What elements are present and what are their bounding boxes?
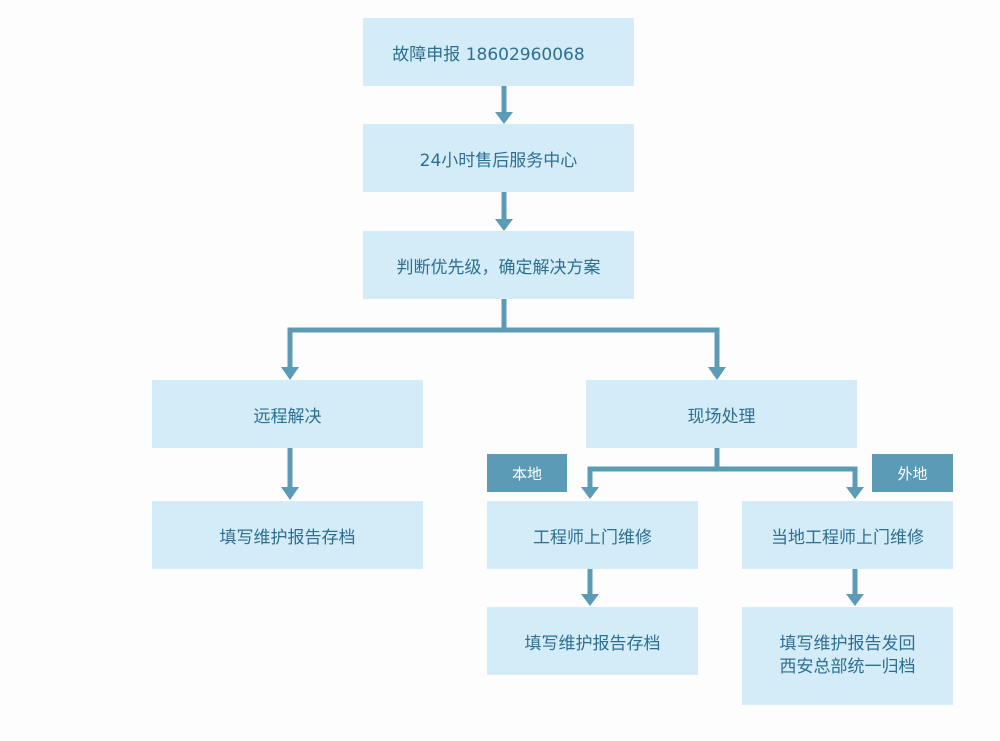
- arrowhead-icon: [281, 487, 299, 500]
- node-field-engineer-label: 当地工程师上门维修: [771, 527, 924, 548]
- arrowhead-icon: [495, 112, 513, 124]
- split-line-main: [287, 299, 507, 368]
- node-onsite-label: 现场处理: [687, 406, 756, 427]
- node-remote-report: 填写维护报告存档: [152, 501, 423, 569]
- arrowhead-icon: [846, 594, 864, 606]
- tag-local: 本地: [487, 454, 567, 492]
- node-local-report: 填写维护报告存档: [487, 607, 698, 675]
- split-line-main-right: [504, 327, 720, 368]
- node-assess-label: 判断优先级，确定解决方案: [396, 257, 601, 278]
- node-field-report-line2: 西安总部统一归档: [779, 657, 916, 677]
- node-assess: 判断优先级，确定解决方案: [363, 231, 634, 299]
- node-remote: 远程解决: [152, 380, 423, 448]
- tag-local-label: 本地: [511, 464, 542, 483]
- node-local-engineer-label: 工程师上门维修: [533, 527, 652, 548]
- node-field-engineer: 当地工程师上门维修: [742, 501, 953, 569]
- arrowhead-icon: [581, 487, 599, 499]
- node-field-report-line1: 填写维护报告发回: [779, 634, 916, 654]
- arrowhead-icon: [708, 367, 726, 380]
- split-line-onsite: [587, 448, 720, 488]
- node-local-report-label: 填写维护报告存档: [524, 633, 661, 654]
- tag-external: 外地: [872, 454, 953, 492]
- tag-external-label: 外地: [897, 464, 928, 483]
- node-remote-label: 远程解决: [253, 406, 322, 427]
- node-remote-report-label: 填写维护报告存档: [219, 527, 356, 548]
- node-fault-report-label: 故障申报 18602960068: [392, 44, 585, 65]
- arrowhead-icon: [846, 487, 864, 499]
- split-line-onsite-right: [717, 466, 858, 488]
- arrowhead-icon: [495, 219, 513, 231]
- node-field-report: 填写维护报告发回 西安总部统一归档: [742, 607, 953, 705]
- node-service-center-label: 24小时售后服务中心: [419, 150, 578, 171]
- node-fault-report: 故障申报 18602960068: [363, 18, 634, 86]
- node-service-center: 24小时售后服务中心: [363, 124, 634, 192]
- arrowhead-icon: [281, 367, 299, 380]
- node-onsite: 现场处理: [586, 380, 857, 448]
- arrowhead-icon: [581, 594, 599, 606]
- node-local-engineer: 工程师上门维修: [487, 501, 698, 569]
